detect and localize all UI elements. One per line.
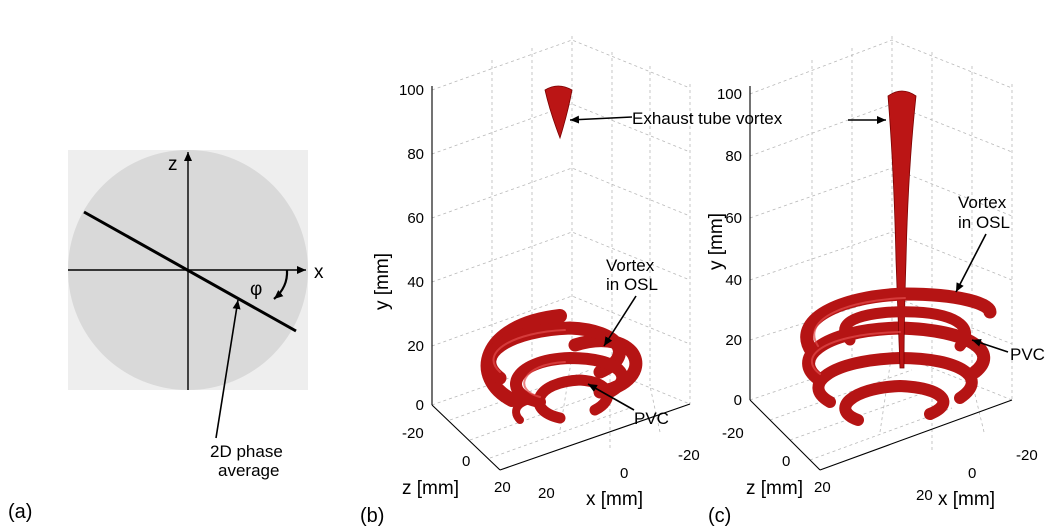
panel-b-z-tick: -20 [402,425,424,442]
pvc-ring-b [510,351,629,408]
panel-c-x-axis [819,399,1013,471]
exhaust-tube-vortex-b [544,85,573,140]
panel-c-x-tick: 20 [916,487,933,504]
panel-b-x-title: x [mm] [586,489,643,510]
panel-b-y-tick: 100 [399,82,424,99]
vortex-label-b-2: in OSL [606,275,658,294]
panel-c: 0 20 40 60 80 100 -20 0 20 20 0 -20 y [m… [706,36,1045,527]
panel-c-z-tick: -20 [722,425,744,442]
panel-b-x-tick: 0 [620,465,628,482]
pvc-label-c: PVC [1010,345,1045,364]
phi-angle-arrow [273,269,289,300]
pvc-ring-c [812,351,978,408]
panel-c-y-tick: 100 [717,86,742,103]
panel-b-x-axis [499,403,691,471]
phase-average-arrow [215,299,241,439]
exhaust-tube-vortex-c [887,90,917,369]
phi-label: φ [250,279,262,300]
phase-line [83,210,297,333]
panel-b-y-tick: 0 [416,397,424,414]
vortex-highlight [492,329,566,373]
panel-c-y-title: y [mm] [706,213,727,270]
panel-c-z-tick: 0 [782,453,790,470]
pvc-label-b: PVC [634,409,669,428]
panel-c-z-title: z [mm] [746,478,803,499]
panel-c-x-title: x [mm] [938,489,995,510]
pvc-ring-c [839,306,971,352]
pvc-ring-b [483,321,626,385]
panel-b-x-tick: 20 [538,485,555,502]
panel-a: x z φ 2D phase average (a) [8,150,324,523]
exhaust-arrow-b [569,115,633,124]
phase-average-label-1: 2D phase [210,442,283,461]
panel-c-y-tick: 60 [725,210,742,227]
panel-b-y-tick: 80 [407,146,424,163]
panel-b-label: (b) [360,505,384,527]
panel-c-vortex-structures [800,90,997,426]
vortex-label-c-2: in OSL [958,213,1010,232]
vortex-highlight [813,297,906,347]
panel-c-z-axis [749,399,821,471]
panel-b-z-tick: 20 [494,479,511,496]
vortex-highlight [810,331,901,375]
pvc-arrow-c [971,339,1009,353]
panel-b-x-tick: -20 [678,447,700,464]
x-axis-label: x [314,262,324,283]
vortex-highlight [523,361,566,398]
panel-b: 0 20 40 60 80 100 -20 0 20 20 0 -20 y [m… [360,36,783,527]
panel-c-x-tick: 0 [968,465,976,482]
pvc-ring-b [533,374,613,424]
panel-c-z-tick: 20 [814,479,831,496]
panel-c-grid [749,36,1013,461]
z-axis-label: z [168,154,178,175]
panel-c-x-tick: -20 [1016,447,1038,464]
panel-b-z-axis [431,404,501,471]
pvc-arrow-b [587,383,635,411]
panel-c-y-tick: 40 [725,272,742,289]
panel-b-y-tick: 60 [407,210,424,227]
vortex-arrow-c [955,233,987,293]
panel-c-y-tick: 0 [734,392,742,409]
panel-c-y-tick: 20 [725,332,742,349]
osl-vortex-c [800,287,997,359]
panel-a-label: (a) [8,501,32,523]
vortex-arrow-b [603,295,637,347]
panel-b-y-tick: 40 [407,274,424,291]
panel-b-vortex-structures [480,85,643,424]
panel-c-label: (c) [708,505,731,527]
pvc-ring-c [839,379,950,426]
pvc-ring-b [512,395,544,424]
exhaust-tube-label: Exhaust tube vortex [632,109,783,128]
phase-average-label-2: average [218,461,279,480]
panel-b-y-title: y [mm] [372,253,393,310]
panel-b-y-tick: 20 [407,338,424,355]
panel-b-z-title: z [mm] [402,478,459,499]
vortex-label-b-1: Vortex [606,256,655,275]
panel-b-z-tick: 0 [462,453,470,470]
vortex-label-c-1: Vortex [958,193,1007,212]
panel-c-y-tick: 80 [725,148,742,165]
